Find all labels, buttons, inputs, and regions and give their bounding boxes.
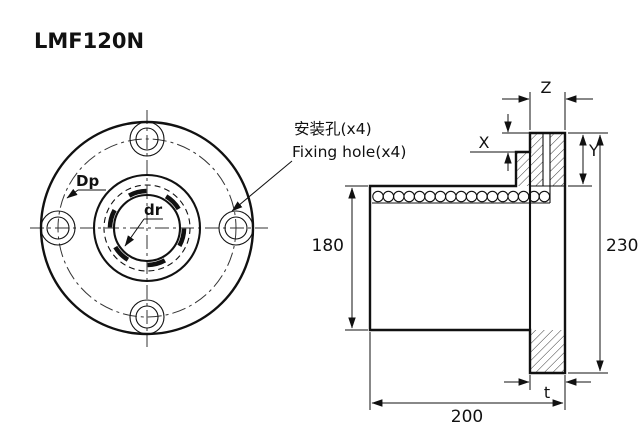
hole-counterbore [40, 210, 76, 246]
ball-track-segments [107, 188, 187, 268]
flange-top-section-right [550, 133, 565, 186]
pitch-diameter-label: Dp [76, 172, 99, 190]
fixing-hole-top [129, 121, 165, 157]
dim-y-label: Y [588, 141, 599, 160]
ball [497, 190, 509, 203]
ball [403, 190, 415, 203]
ball-bearing-row [372, 190, 551, 203]
fixing-hole-label-cn: 安装孔(x4) [294, 120, 372, 138]
dim-x-label: X [479, 133, 490, 152]
dimension-y: Y [568, 134, 599, 187]
ball-track-arc [147, 258, 167, 268]
front-view: Dp dr [30, 110, 268, 347]
fixing-holes [40, 121, 254, 335]
ball [476, 190, 488, 203]
fixing-hole-bottom [129, 299, 165, 335]
bore-outer-circle [92, 173, 202, 283]
bore-hidden-circle [103, 184, 191, 272]
hole-counterbore [129, 299, 165, 335]
ball [445, 190, 457, 203]
leader-arrow [231, 160, 293, 212]
pilot-boss-section [516, 152, 530, 186]
ball-track-arc [113, 245, 130, 262]
hole-bore [135, 127, 159, 151]
ball [538, 190, 551, 203]
bolt-pitch-circle [57, 138, 237, 318]
dimension-200: 200 [369, 332, 566, 427]
hole-bore [224, 216, 248, 240]
ball [424, 190, 436, 203]
hole-bore [135, 305, 159, 329]
ball-track-arc [177, 228, 187, 248]
ball [382, 190, 395, 203]
ball-track-arc [107, 208, 117, 228]
ball [413, 190, 426, 203]
bore-diameter-label: dr [144, 201, 163, 219]
ball [434, 190, 447, 203]
ball [507, 190, 519, 203]
ball-track-arc [164, 194, 181, 211]
dim-200-label: 200 [451, 407, 483, 427]
dim-t-label: t [544, 383, 550, 402]
ball [517, 190, 530, 203]
fixing-hole-label-en: Fixing hole(x4) [292, 143, 406, 161]
pitch-diameter-callout: Dp [66, 172, 106, 199]
ball [393, 190, 405, 203]
ball [465, 190, 478, 203]
dimension-230: 230 [568, 132, 638, 374]
fixing-hole-callout: 安装孔(x4) Fixing hole(x4) [231, 120, 406, 212]
leader-arrow [66, 188, 79, 199]
dimension-x: X [470, 114, 529, 171]
side-view: Z X Y 230 180 [312, 78, 639, 427]
hole-counterbore [129, 121, 165, 157]
dim-230-label: 230 [606, 236, 638, 256]
bore-diameter-callout: dr [124, 201, 163, 247]
fixing-hole-left [40, 210, 76, 246]
dim-180-label: 180 [312, 236, 344, 256]
leader-arrow [124, 218, 145, 247]
flange-top-section-left [530, 133, 543, 186]
dimension-180: 180 [312, 185, 368, 331]
ball [455, 190, 467, 203]
dimension-t: t [504, 375, 591, 402]
part-number-title: LMF120N [34, 29, 144, 53]
ball-track-arc [127, 188, 147, 198]
flange-bottom-section [530, 330, 565, 373]
dim-z-label: Z [541, 78, 552, 97]
dimension-z: Z [502, 78, 593, 130]
ball [372, 190, 384, 203]
body-flange-outline [368, 131, 567, 375]
hole-bore [46, 216, 70, 240]
bore-inner-circle [112, 193, 182, 263]
ball [486, 190, 499, 203]
